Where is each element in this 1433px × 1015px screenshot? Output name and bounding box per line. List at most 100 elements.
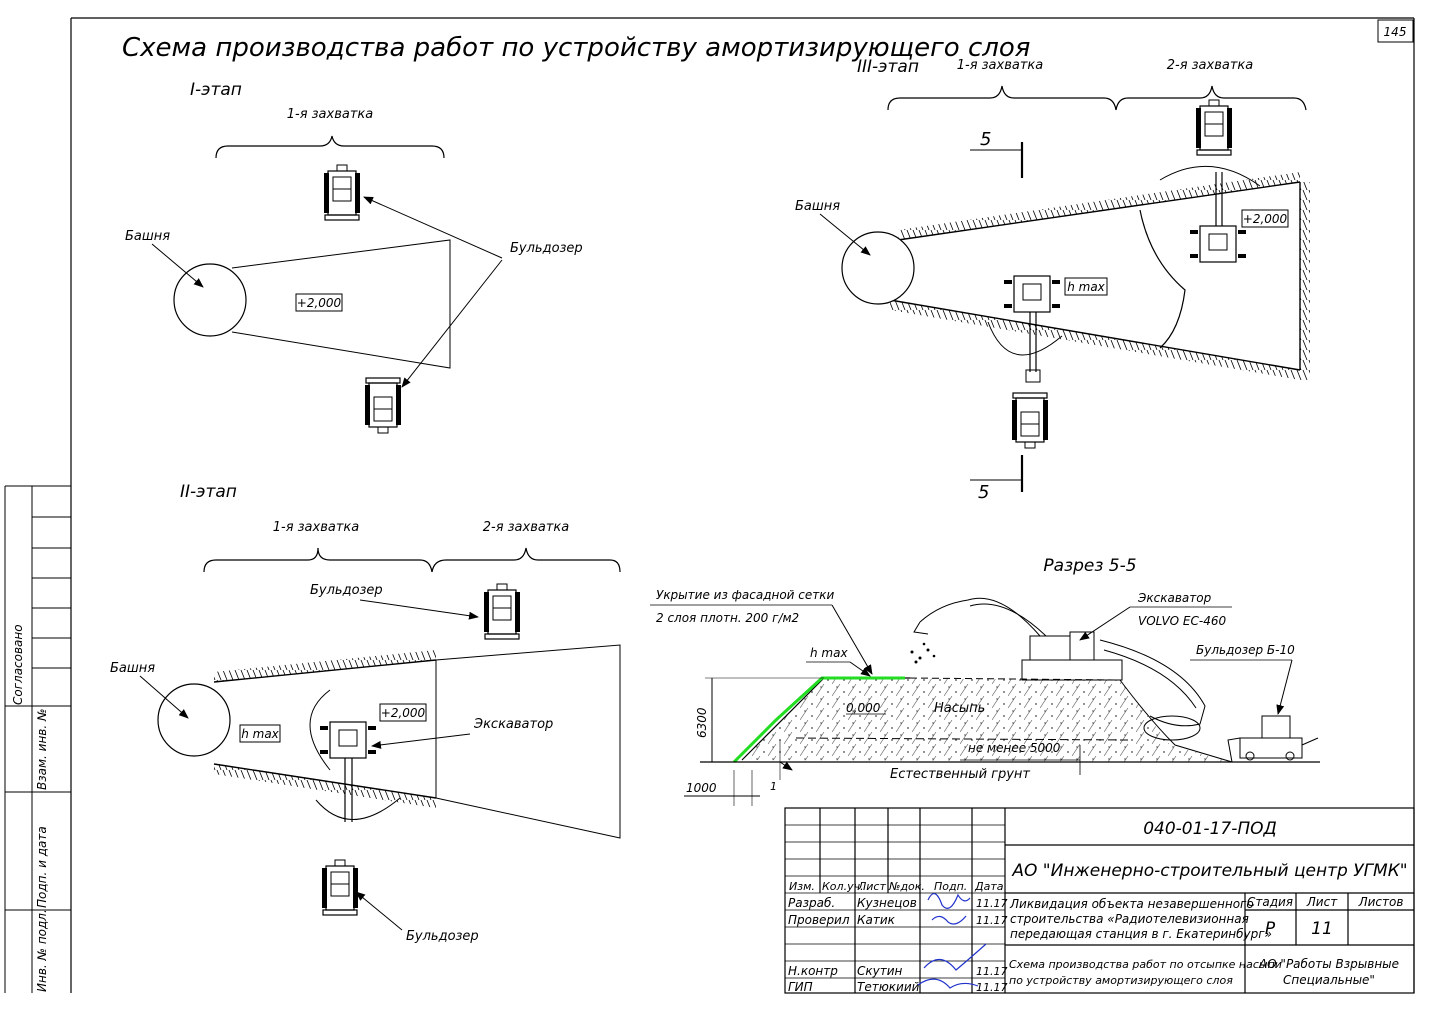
stage-1-bulldozer-top — [323, 164, 361, 221]
stage-1-zone-brace — [215, 135, 445, 159]
row-role-2: Проверил — [788, 913, 850, 927]
excavator-label-line2: VOLVO EC-460 — [1138, 614, 1226, 628]
stage-3-excavator-1 — [1003, 275, 1061, 313]
stage-3-tower — [841, 231, 915, 305]
company-name: АО "Инженерно-строительный центр УГМК" — [1011, 861, 1407, 881]
side-inv-orig: Инв. № подл. — [35, 909, 49, 992]
stage-1-diagram: I-этап 1-я захватка Башня +2,000 Бульдоз… — [125, 80, 583, 434]
row-date-4: 11.17 — [976, 981, 1008, 994]
title-block-grid — [784, 807, 1415, 994]
slope-label: 1 — [770, 780, 777, 793]
stage-3-bulldozer-bottom — [1011, 392, 1049, 449]
row-role-1: Разраб. — [788, 896, 835, 910]
stage-2-bulldozer-top-label: Бульдозер — [310, 583, 383, 598]
drawing-line-2: по устройству амортизирующего слоя — [1009, 974, 1233, 987]
stage-2-diagram: II-этап 1-я захватка 2-я захватка Башня … — [110, 482, 621, 944]
signatures — [917, 893, 987, 989]
sheet-number: 145 — [1384, 25, 1407, 39]
falling-soil — [910, 642, 936, 664]
stage-1-tower-label: Башня — [125, 229, 170, 244]
stage-2-bulldozer-bottom-label: Бульдозер — [406, 929, 479, 944]
stage-3-excavator-2 — [1189, 225, 1247, 263]
sheets-header: Листов — [1358, 895, 1404, 909]
section-excavator — [913, 597, 1206, 741]
row-role-3: Н.контр — [788, 964, 838, 978]
section-5-5: Разрез 5-5 6300 1000 1 не менее 5000 0,0… — [650, 556, 1320, 806]
ground-label: Естественный грунт — [890, 767, 1030, 782]
col-header-date: Дата — [974, 880, 1004, 893]
cover-label-line1: Укрытие из фасадной сетки — [656, 588, 835, 602]
col-header-change: Изм. — [789, 880, 815, 893]
title-block-thin-rows — [785, 824, 1005, 979]
org-line-1: АО "Работы Взрывные — [1258, 957, 1399, 971]
stage-2-label: II-этап — [180, 482, 237, 502]
stage-value: Р — [1265, 919, 1276, 939]
cover-mesh-line — [732, 676, 905, 764]
stage-1-bulldozer-label: Бульдозер — [510, 241, 583, 256]
stage-3-zone-2-label: 2-я захватка — [1167, 58, 1254, 73]
section-mark-bottom: 5 — [978, 482, 989, 503]
stage-3-hmax: h max — [1067, 280, 1105, 294]
stage-1-zone-label: 1-я захватка — [287, 107, 374, 122]
sheet-header: Лист — [1306, 895, 1338, 909]
section-bulldozer — [1227, 715, 1319, 763]
stage-2-excavator-label: Экскаватор — [473, 717, 553, 732]
project-line-1: Ликвидация объекта незавершенного — [1009, 897, 1254, 911]
stage-3-level: +2,000 — [1243, 212, 1288, 226]
side-inv-replace: Взам. инв. № — [35, 709, 49, 790]
col-header-sheet: Лист — [857, 880, 886, 893]
doc-code: 040-01-17-ПОД — [1143, 819, 1277, 839]
row-date-3: 11.17 — [976, 965, 1008, 978]
row-role-4: ГИП — [788, 980, 813, 994]
row-name-2: Катик — [857, 913, 896, 927]
stage-3-diagram: III-этап 1-я захватка 2-я захватка Башня… — [795, 57, 1310, 503]
sheet-frame — [70, 17, 1415, 993]
col-header-sign: Подп. — [934, 880, 967, 893]
bulldozer-label: Бульдозер Б-10 — [1196, 643, 1295, 657]
stage-3-tower-label: Башня — [795, 199, 840, 214]
stage-2-bulldozer-bottom — [321, 859, 359, 916]
row-name-1: Кузнецов — [857, 896, 917, 910]
section-mark-top: 5 — [980, 129, 991, 150]
stage-2-tower-label: Башня — [110, 661, 155, 676]
stage-1-label: I-этап — [190, 80, 242, 100]
section-title: Разрез 5-5 — [1043, 556, 1136, 576]
col-header-qty: Кол.уч. — [822, 880, 864, 893]
stage-1-fill-area — [231, 239, 451, 369]
stage-3-zone-1-label: 1-я захватка — [957, 58, 1044, 73]
row-date-1: 11.17 — [976, 897, 1008, 910]
drawing-title: Схема производства работ по устройству а… — [122, 33, 1030, 63]
project-line-3: передающая станция в г. Екатеринбург» — [1010, 927, 1272, 941]
row-name-3: Скутин — [857, 964, 903, 978]
drawing-line-1: Схема производства работ по отсыпке насы… — [1009, 958, 1282, 971]
stage-2-excavator — [319, 721, 377, 759]
min-length-label: не менее 5000 — [968, 741, 1061, 755]
stage-2-zone-1-label: 1-я захватка — [273, 520, 360, 535]
stage-header: Стадия — [1247, 895, 1293, 909]
project-line-2: строительства «Радиотелевизионная — [1010, 912, 1249, 926]
cover-label-line2: 2 слоя плотн. 200 г/м2 — [656, 611, 799, 625]
hmax-label: h max — [810, 646, 848, 660]
side-agreed: Согласовано — [11, 624, 25, 705]
stage-1-level: +2,000 — [297, 296, 342, 310]
stage-1-tower — [173, 263, 247, 337]
col-header-doc: №док. — [888, 880, 925, 893]
stage-2-tower — [157, 683, 231, 757]
row-date-2: 11.17 — [976, 914, 1008, 927]
dim-width: 1000 — [686, 781, 717, 795]
excavator-label-line1: Экскаватор — [1137, 591, 1212, 605]
stage-3-bulldozer-top — [1195, 99, 1233, 156]
stage-1-bulldozer-bottom — [364, 377, 402, 434]
row-name-4: Тетюкиий — [857, 980, 920, 994]
stage-2-zone-2-label: 2-я захватка — [483, 520, 570, 535]
side-stamp — [4, 485, 71, 993]
stage-2-level: +2,000 — [381, 706, 426, 720]
org-line-2: Специальные" — [1283, 973, 1375, 987]
stage-2-hmax: h max — [241, 727, 279, 741]
level-label: 0,000 — [846, 701, 881, 715]
sheet-value: 11 — [1311, 919, 1333, 939]
stage-2-bulldozer-top — [483, 583, 521, 640]
side-sign-date: Подп. и дата — [35, 826, 49, 908]
fill-label: Насыпь — [934, 701, 985, 716]
